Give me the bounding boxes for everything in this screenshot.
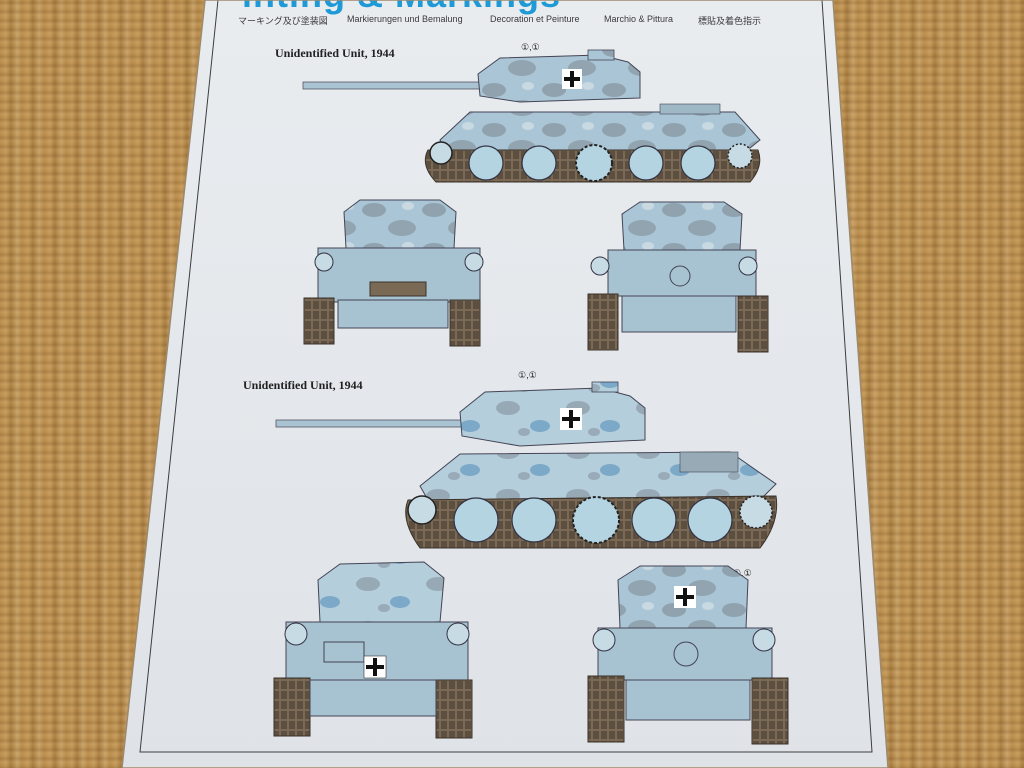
tank-rear-view-2 [587, 565, 789, 745]
tank-side-view-1 [302, 49, 761, 183]
tank-front-view-2 [273, 561, 473, 739]
balkenkreuz-icon [560, 408, 582, 430]
tank-side-view-2 [275, 381, 778, 549]
balkenkreuz-icon [674, 586, 696, 608]
balkenkreuz-icon [562, 69, 582, 89]
balkenkreuz-icon [363, 655, 387, 679]
tank-rear-view-1 [587, 201, 769, 353]
tank-front-view-1 [303, 199, 484, 347]
